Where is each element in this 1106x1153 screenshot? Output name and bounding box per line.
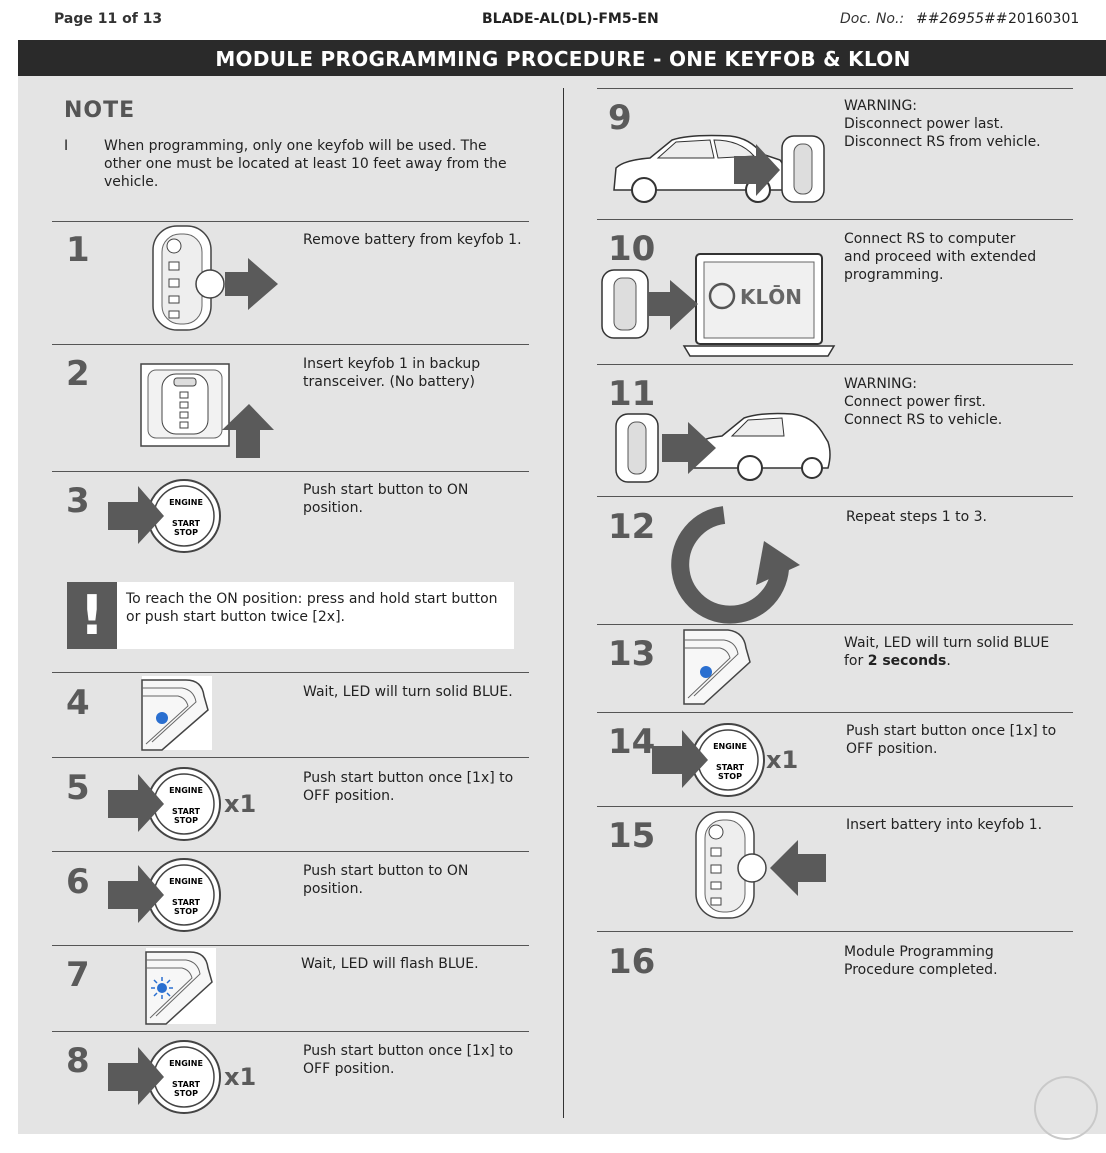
car-connect-icon [615,412,831,483]
step-text: Repeat steps 1 to 3. [846,509,987,525]
press-once-label: x1 [766,746,798,774]
step-text: Push start button once [1x] to OFF posit… [303,770,514,804]
step-text-emphasis: 2 seconds [867,653,947,669]
engine-label: ENGINE [169,786,203,795]
warning-box: ! To reach the ON position: press and ho… [67,582,514,649]
press-once-label: x1 [224,1063,256,1091]
document-name: BLADE-AL(DL)-FM5-EN [482,11,659,27]
start-button-icon: ENGINE START STOP x1 [652,723,798,797]
separator [52,672,529,673]
separator [52,1031,529,1032]
step-text-part: Wait, LED will turn solid BLUE for [844,635,1050,669]
led-solid-blue-icon [141,676,212,751]
page-title: MODULE PROGRAMMING PROCEDURE - ONE KEYFO… [18,40,1106,76]
start-label: START [172,898,201,907]
separator [52,851,529,852]
separator [52,945,529,946]
engine-label: ENGINE [169,498,203,507]
stop-label: STOP [718,772,742,781]
page-header: Page 11 of 13 BLADE-AL(DL)-FM5-EN Doc. N… [0,0,1106,38]
step-number: 6 [66,862,90,902]
step-text: Insert keyfob 1 in backup transceiver. (… [303,356,481,390]
step-text: WARNING: Connect power first. Connect RS… [844,376,1003,428]
start-label: START [172,807,201,816]
engine-label: ENGINE [713,742,747,751]
step-number: 2 [66,354,90,394]
start-label: START [716,763,745,772]
step-number: 12 [608,507,656,547]
klon-logo: KLŌN [740,285,802,309]
step-text: Wait, LED will turn solid BLUE for 2 sec… [844,634,1049,670]
separator [52,344,529,345]
separator [52,221,529,222]
repeat-icon [671,506,800,624]
stop-label: STOP [174,1089,198,1098]
step-number: 11 [608,374,656,414]
step-number: 5 [66,768,90,808]
start-button-icon: ENGINE START STOP [108,479,221,553]
exclamation-icon: ! [67,582,117,649]
step-number: 4 [66,683,90,723]
start-button-icon: ENGINE START STOP x1 [108,767,256,841]
column-divider [563,88,564,1118]
step-number: 10 [608,229,656,269]
stop-label: STOP [174,816,198,825]
separator [597,219,1073,220]
start-label: START [172,1080,201,1089]
step-text: WARNING: Disconnect power last. Disconne… [844,98,1041,150]
separator [597,624,1073,625]
separator [597,364,1073,365]
document-date: 20160301 [1008,11,1080,27]
engine-label: ENGINE [169,877,203,886]
step-text: Wait, LED will turn solid BLUE. [303,684,513,700]
step-number: 14 [608,722,656,762]
car-disconnect-icon [613,134,825,203]
step-text: Push start button to ON position. [303,482,469,516]
warning-text: To reach the ON position: press and hold… [126,591,498,625]
step-text: Insert battery into keyfob 1. [846,817,1043,833]
doc-number: ##26955## [916,11,1008,27]
note-bullet: I [64,138,69,154]
step-text: Module Programming Procedure completed. [844,944,998,978]
separator [597,806,1073,807]
press-once-label: x1 [224,790,256,818]
start-button-icon: ENGINE START STOP [108,858,221,932]
step-number: 16 [608,942,656,982]
step-text: Remove battery from keyfob 1. [303,232,522,248]
note-text: When programming, only one keyfob will b… [104,138,507,190]
step-number: 8 [66,1041,90,1081]
start-label: START [172,519,201,528]
step-number: 9 [608,98,632,138]
stop-label: STOP [174,528,198,537]
led-solid-blue-icon [683,629,751,705]
separator [597,496,1073,497]
step-number: 13 [608,634,656,674]
keyfob-insert-battery-icon [695,811,826,919]
step-number: 1 [66,230,90,270]
separator [52,471,529,472]
led-flash-blue-icon [145,948,216,1025]
separator [52,757,529,758]
step-text: Push start button to ON position. [303,863,469,897]
computer-klon-icon: KLŌN [601,253,836,357]
separator [597,88,1073,89]
stop-label: STOP [174,907,198,916]
note-title: NOTE [64,98,136,123]
keyfob-remove-battery-icon [152,225,278,331]
page-number: Page 11 of 13 [54,11,163,27]
step-text: Push start button once [1x] to OFF posit… [846,723,1057,757]
step-number: 15 [608,816,656,856]
separator [597,712,1073,713]
step-text: Wait, LED will flash BLUE. [301,956,479,972]
separator [597,931,1073,932]
start-button-icon: ENGINE START STOP x1 [108,1040,256,1114]
doc-number-label: Doc. No.: [840,11,905,27]
step-number: 7 [66,955,90,995]
backup-transceiver-icon [140,363,274,458]
step-text: Push start button once [1x] to OFF posit… [303,1043,514,1077]
step-text-part: . [946,653,951,669]
engine-label: ENGINE [169,1059,203,1068]
step-text: Connect RS to computer and proceed with … [844,231,1037,283]
step-number: 3 [66,481,90,521]
